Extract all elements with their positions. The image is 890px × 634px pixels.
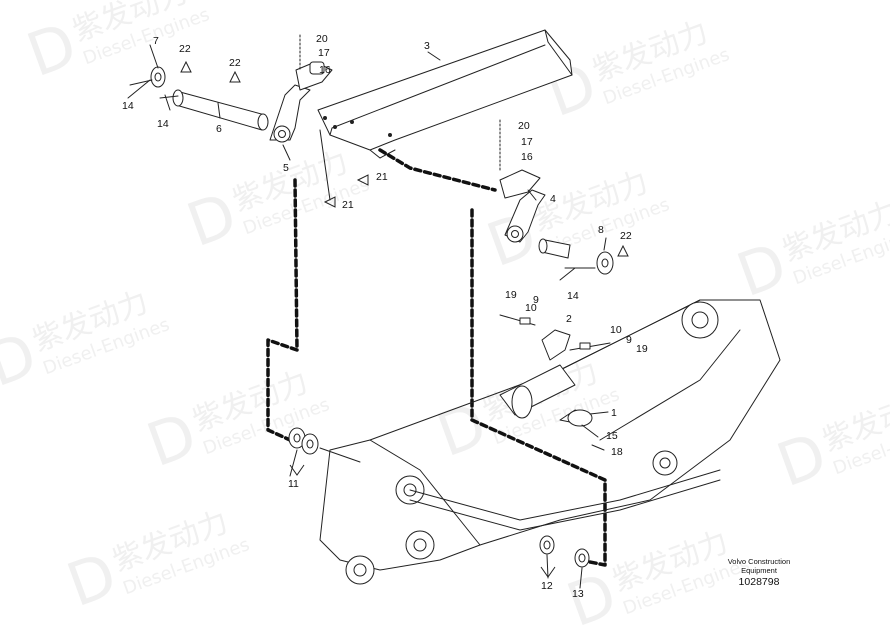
callout-6: 6	[216, 123, 222, 135]
callout-14: 14	[122, 100, 134, 112]
watermark-tile: D 紫发动力 Diesel-Engines	[178, 145, 372, 261]
watermark-tile: D 紫发动力 Diesel-Engines	[768, 385, 890, 501]
callout-2: 2	[566, 313, 572, 325]
boom-arm	[319, 439, 481, 571]
callout-7: 7	[153, 35, 159, 47]
triangle-markers	[180, 60, 629, 578]
watermark-tile: D 紫发动力 Diesel-Engines	[0, 285, 172, 401]
callout-14: 14	[157, 118, 169, 130]
callout-15: 15	[606, 430, 618, 442]
watermark-tile: D 紫发动力 Diesel-Engines	[138, 365, 332, 481]
cover-plate	[317, 29, 573, 151]
watermark-tile: D 紫发动力 Diesel-Engines	[478, 165, 672, 281]
callout-22: 22	[229, 57, 241, 69]
callout-8: 8	[598, 224, 604, 236]
callout-19: 19	[505, 289, 517, 301]
callout-12: 12	[541, 580, 553, 592]
callout-22: 22	[179, 43, 191, 55]
part-number: 1028798	[738, 576, 780, 588]
callout-4: 4	[550, 193, 556, 205]
callout-9: 9	[533, 294, 539, 306]
callout-10: 10	[525, 302, 537, 314]
callout-10: 10	[610, 324, 622, 336]
callout-16: 16	[319, 64, 331, 76]
company-line-1: Volvo Construction	[727, 557, 791, 566]
callout-18: 18	[611, 446, 623, 458]
callout-21: 21	[376, 171, 388, 183]
callout-14: 14	[567, 290, 579, 302]
company-line-2: Equipment	[741, 566, 777, 575]
callout-11: 11	[288, 478, 299, 490]
callout-9: 9	[626, 334, 632, 346]
callout-17: 17	[521, 136, 533, 148]
callout-22: 22	[620, 230, 632, 242]
callouts: 7 22 22 14 14 6 5 20 17 16 3 21 21 20 17…	[122, 33, 648, 600]
callout-3: 3	[424, 40, 430, 52]
callout-13: 13	[572, 588, 584, 600]
drawing-footer: Volvo Construction Equipment 1028798	[714, 557, 804, 588]
callout-21: 21	[342, 199, 354, 211]
callout-16: 16	[521, 151, 533, 163]
watermark-tile: D 紫发动力 Diesel-Engines	[728, 195, 890, 311]
callout-20: 20	[518, 120, 530, 132]
callout-1: 1	[611, 407, 617, 419]
watermark-tile: D 紫发动力 Diesel-Engines	[58, 505, 252, 621]
callout-19: 19	[636, 343, 648, 355]
callout-5: 5	[283, 162, 289, 174]
callout-20: 20	[316, 33, 328, 45]
callout-17: 17	[318, 47, 330, 59]
drawing-lines	[127, 29, 781, 589]
